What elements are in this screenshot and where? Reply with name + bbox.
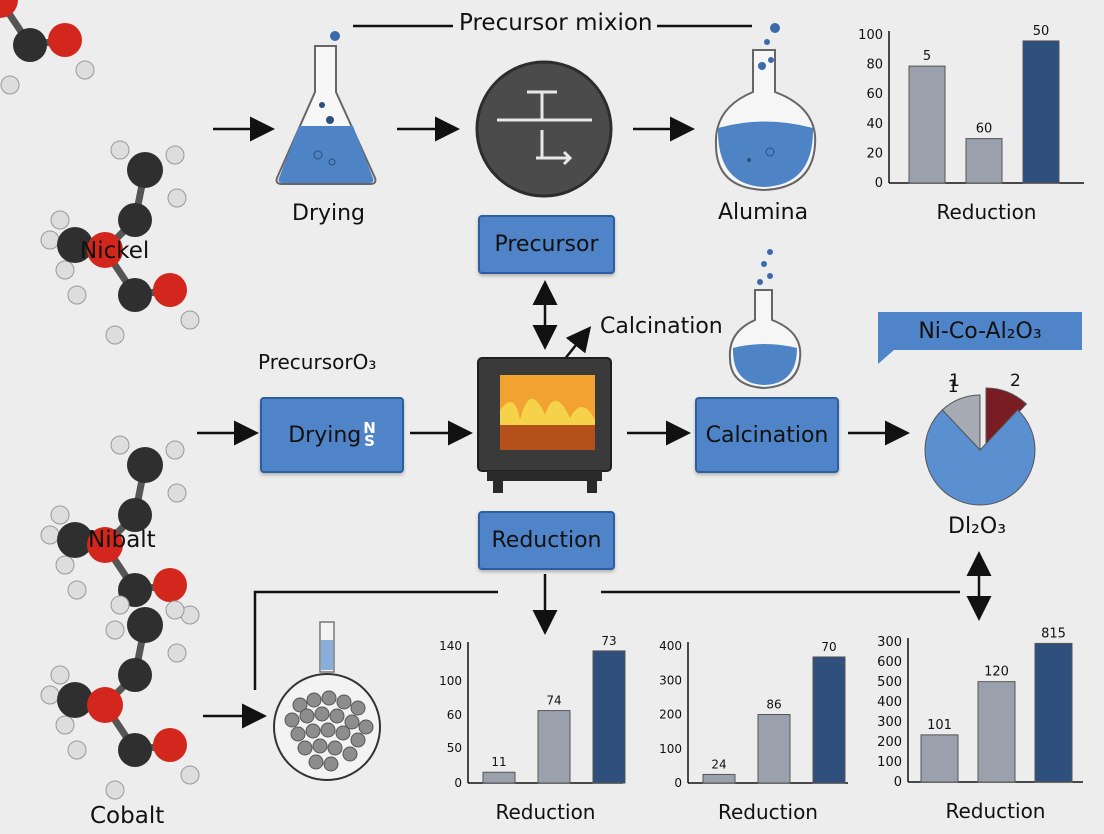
y-tick-label: 0 (454, 776, 462, 790)
data-label: 86 (766, 698, 781, 712)
data-label: 24 (711, 757, 726, 771)
furnace-icon (477, 357, 612, 493)
product-callout-label: Ni-Co-Al₂O₃ (918, 318, 1042, 344)
pie-chart-svg: 1 2 1 (924, 371, 1036, 506)
data-label: 50 (1033, 24, 1050, 39)
y-tick-label: 400 (877, 695, 902, 710)
data-label: 101 (927, 718, 952, 733)
pie-label: 1 (949, 371, 960, 391)
y-tick-label: 200 (877, 735, 902, 750)
mixer-icon (475, 60, 613, 198)
y-tick-label: 300 (877, 715, 902, 730)
pie-label: 2 (1010, 371, 1021, 391)
drying-flask-label: Drying (292, 201, 366, 226)
small-flask-icon (728, 249, 802, 390)
product-callout: Ni-Co-Al₂O₃ (878, 312, 1082, 364)
particle-flask-icon (273, 621, 381, 781)
x-axis-label: Reduction (946, 799, 1046, 823)
bar (1022, 40, 1060, 184)
bar (920, 734, 959, 783)
bar (757, 714, 791, 784)
y-tick-label: 0 (875, 176, 883, 191)
bar (482, 771, 516, 784)
y-tick-label: 60 (866, 87, 883, 102)
bar (1034, 642, 1073, 783)
y-tick-label: 60 (447, 708, 462, 722)
pie-chart: 1 2 1 (915, 360, 1045, 510)
data-label: 11 (491, 755, 506, 769)
y-tick-label: 500 (877, 675, 902, 690)
pie-label: 1 (948, 377, 959, 397)
calcination-box-label: Calcination (705, 422, 829, 448)
molecule-label: Nibalt (88, 527, 156, 553)
data-label: 74 (546, 694, 561, 708)
alumina-label: Alumina (718, 200, 809, 225)
molecule-label: Cobalt (90, 803, 165, 829)
page-title: Precursor mixion (459, 10, 653, 36)
y-tick-label: 600 (877, 655, 902, 670)
data-label: 5 (923, 49, 931, 64)
data-label: 70 (821, 640, 836, 654)
data-label: 73 (601, 634, 616, 648)
calcination-arrow-label: Calcination (600, 314, 723, 339)
data-label: 815 (1041, 626, 1066, 641)
y-tick-label: 140 (439, 639, 462, 653)
data-label: 60 (976, 122, 993, 137)
y-tick-label: 100 (659, 742, 682, 756)
data-label: 120 (984, 665, 1009, 680)
precursor-box[interactable]: Precursor (478, 215, 615, 274)
calcination-box[interactable]: Calcination (695, 397, 839, 473)
y-tick-label: 20 (866, 146, 883, 161)
y-tick-label: 0 (674, 776, 682, 790)
y-tick-label: 400 (659, 639, 682, 653)
y-tick-label: 200 (659, 708, 682, 722)
y-tick-label: 0 (894, 775, 902, 790)
precursor-box-label: Precursor (494, 232, 599, 257)
bar (702, 773, 736, 784)
bar (592, 650, 626, 784)
bar (812, 656, 846, 784)
x-axis-label: Reduction (718, 800, 818, 824)
precursor-o3-label: PrecursorO₃ (258, 350, 377, 374)
y-tick-label: 100 (439, 674, 462, 688)
drying-box-label: Drying (288, 422, 362, 448)
conical-flask-icon (275, 31, 377, 185)
y-tick-label: 100 (877, 755, 902, 770)
bar (537, 710, 571, 784)
bar (908, 65, 946, 184)
bar (977, 681, 1016, 783)
y-tick-label: 80 (866, 58, 883, 73)
y-tick-label: 40 (866, 117, 883, 132)
molecule-icon (0, 590, 200, 800)
pie-bottom-label: Dl₂O₃ (948, 514, 1007, 539)
reduction-box-label: Reduction (491, 528, 602, 553)
y-tick-label: 100 (858, 28, 883, 43)
y-tick-label: 300 (877, 635, 902, 650)
round-flask-icon (714, 23, 817, 192)
x-axis-label: Reduction (937, 200, 1037, 224)
molecule-label: Nickel (80, 238, 150, 264)
y-tick-label: 300 (659, 673, 682, 687)
x-axis-label: Reduction (496, 800, 596, 824)
molecule-icon (0, 0, 95, 95)
y-tick-label: 50 (447, 741, 462, 755)
pie-slice (924, 409, 1036, 506)
reduction-box[interactable]: Reduction (478, 511, 615, 570)
bar (965, 138, 1003, 184)
